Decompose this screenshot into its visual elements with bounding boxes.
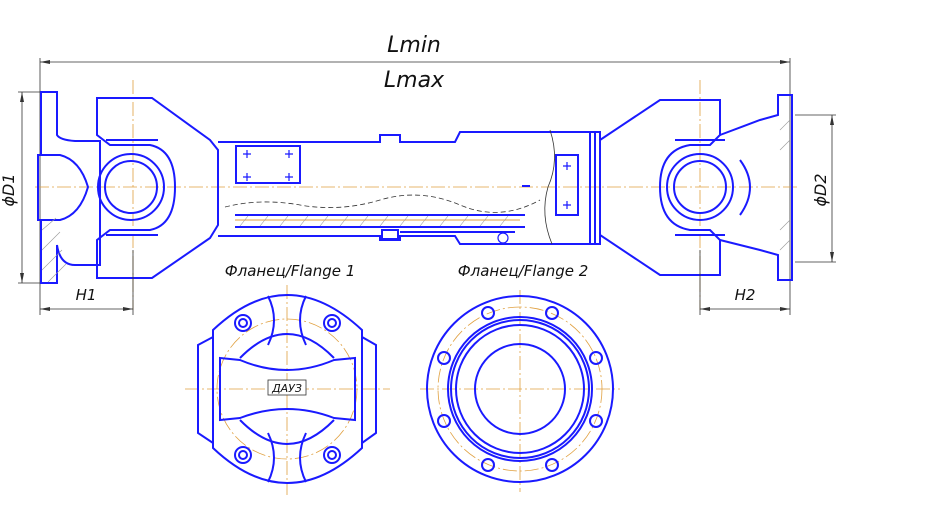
flange-1-marking: ДАУЗ xyxy=(271,382,302,395)
right-flange-yoke xyxy=(599,94,793,281)
left-flange-yoke xyxy=(37,91,219,284)
flange-1-view: ДАУЗ xyxy=(185,285,390,495)
flange-1-label: Фланец/Flange 1 xyxy=(225,262,356,280)
lmin-label: Lmin xyxy=(387,33,441,58)
d1-label: ϕD1 xyxy=(0,173,18,206)
h2-dimension: H2 xyxy=(699,250,790,315)
lmax-label: Lmax xyxy=(384,68,445,93)
h1-label: H1 xyxy=(76,286,97,304)
d1-dimension: ϕD1 xyxy=(0,91,40,284)
d2-dimension: ϕD2 xyxy=(795,114,836,263)
d2-label: ϕD2 xyxy=(811,173,830,206)
flange-2-view xyxy=(420,290,620,492)
h2-label: H2 xyxy=(735,286,756,304)
length-dimension: Lmin Lmax xyxy=(39,33,791,315)
flange-2-label: Фланец/Flange 2 xyxy=(458,262,589,280)
h1-dimension: H1 xyxy=(40,250,134,315)
